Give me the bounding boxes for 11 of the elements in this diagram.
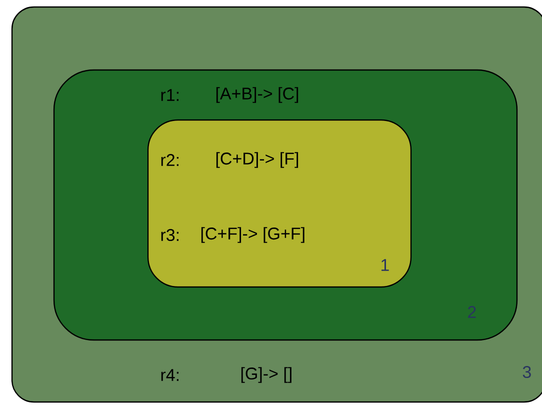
membrane-number: 1: [382, 259, 389, 271]
membrane-number: 2: [468, 306, 476, 318]
rule-name: r4:: [161, 369, 178, 381]
rule-name: r3:: [161, 228, 178, 242]
rule-text: [G]-> []: [241, 367, 292, 383]
rule-text: [C+F]-> [G+F]: [201, 227, 304, 243]
rule-name: r1:: [161, 89, 178, 101]
membrane-number: 3: [522, 366, 531, 378]
rule-text: [C+D]-> [F]: [216, 152, 298, 168]
rule-text: [A+B]-> [C]: [216, 87, 298, 103]
rule-name: r2:: [161, 154, 178, 166]
